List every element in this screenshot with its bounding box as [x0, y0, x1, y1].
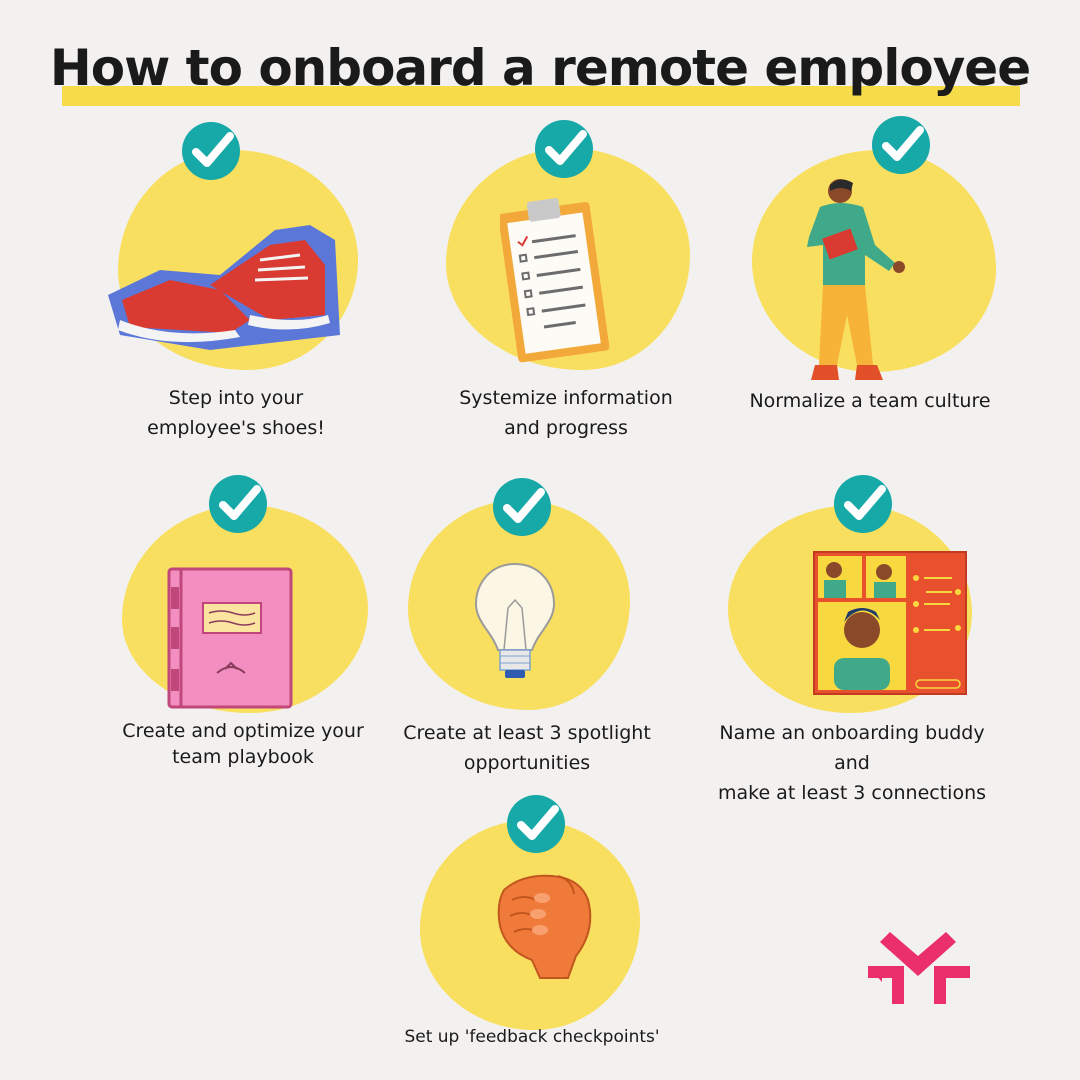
step-3-label: Normalize a team culture [749, 390, 991, 412]
step-6-label: Name an onboarding buddy and make at lea… [717, 722, 987, 804]
check-icon [535, 120, 593, 178]
step-5-label: Create at least 3 spotlight opportunitie… [403, 722, 651, 774]
check-icon [209, 475, 267, 533]
check-icon [872, 116, 930, 174]
fist-icon [497, 874, 592, 979]
check-icon [834, 475, 892, 533]
check-icon [507, 795, 565, 853]
lightbulb-icon [474, 562, 556, 678]
clipboard-icon [500, 198, 610, 363]
page-title: How to onboard a remote employee [49, 39, 1031, 97]
brand-logo-icon [868, 932, 970, 1004]
sneakers-icon [108, 225, 340, 350]
video-call-icon [813, 551, 967, 695]
person-icon [807, 179, 905, 380]
check-icon [493, 478, 551, 536]
check-icon [182, 122, 240, 180]
step-7-label: Set up 'feedback checkpoints' [404, 1027, 660, 1047]
step-1-label: Step into your employee's shoes! [147, 387, 325, 439]
step-4-label: Create and optimize your team playbook [122, 720, 364, 768]
playbook-icon [167, 567, 293, 709]
title-area: How to onboard a remote employee [0, 28, 1080, 108]
title-highlight [62, 86, 1020, 106]
step-2-label: Systemize information and progress [459, 387, 673, 439]
